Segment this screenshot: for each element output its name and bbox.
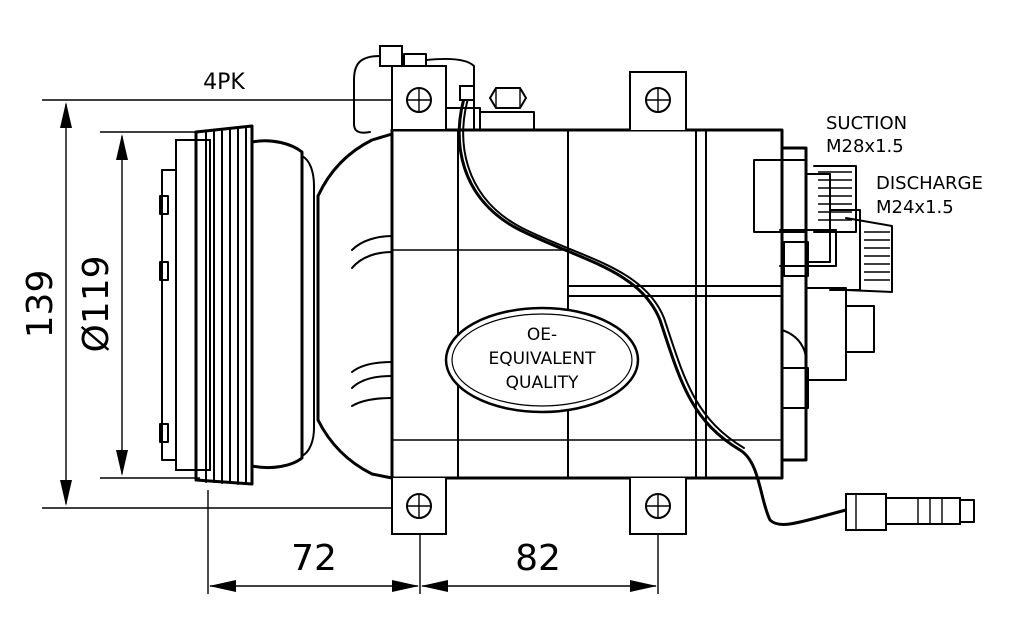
pulley-grooves xyxy=(205,126,247,485)
wiring xyxy=(353,45,975,531)
mount-spacing-label: 82 xyxy=(515,538,561,579)
badge-line-3: QUALITY xyxy=(506,373,579,393)
pulley xyxy=(159,124,315,486)
belt-label: 4PK xyxy=(203,70,245,95)
discharge-label: DISCHARGE xyxy=(876,173,983,194)
suction-thread-label: M28x1.5 xyxy=(826,136,904,157)
suction-thread xyxy=(818,171,852,221)
pulley-diameter-label: Ø119 xyxy=(76,255,117,352)
compressor-body xyxy=(316,87,893,480)
badge-line-2: EQUIVALENT xyxy=(488,349,596,369)
badge-line-1: OE- xyxy=(527,325,557,345)
mounting-ears xyxy=(391,65,687,535)
mount-offset-label: 72 xyxy=(291,538,337,579)
height-dimension-label: 139 xyxy=(20,270,61,339)
dimension-lines xyxy=(42,99,659,594)
oe-badge: OE- EQUIVALENT QUALITY xyxy=(444,306,640,414)
discharge-thread xyxy=(864,231,890,281)
suction-label: SUCTION xyxy=(826,113,907,134)
discharge-thread-label: M24x1.5 xyxy=(876,197,954,218)
